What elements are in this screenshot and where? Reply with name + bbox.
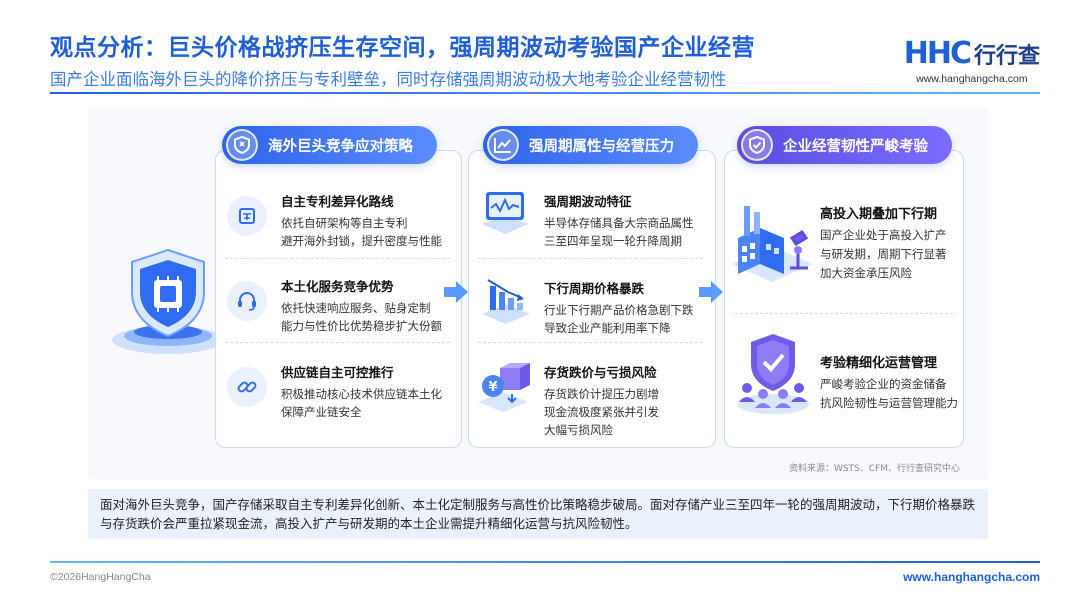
- logo-url: www.hanghangcha.com: [916, 73, 1028, 85]
- monitor-wave-icon: [482, 192, 528, 234]
- item-title: 存货跌价与亏损风险: [544, 365, 657, 380]
- item-line: 大幅亏损风险: [544, 423, 613, 437]
- item-line: 能力与性价比优势稳步扩大份额: [281, 319, 442, 333]
- divider: [478, 258, 703, 259]
- item-line: 避开海外封锁，提升密度与性能: [281, 234, 442, 248]
- item-line: 保障产业链安全: [281, 405, 362, 419]
- headset-icon: [227, 281, 267, 321]
- declining-bars-icon: [482, 279, 530, 324]
- divider: [735, 313, 953, 314]
- item-line: 半导体存储具备大宗商品属性: [544, 216, 694, 230]
- column-heading-label: 强周期属性与经营压力: [529, 138, 674, 155]
- item-line: 行业下行期产品价格急剧下跌: [544, 303, 694, 317]
- list-item: 高投入期叠加下行期 国产企业处于高投入扩产 与研发期，周期下行显著 加大资金承压…: [820, 203, 947, 283]
- item-line: 导致企业产能利用率下降: [544, 321, 671, 335]
- divider: [225, 342, 450, 343]
- item-line: 加大资金承压风险: [820, 266, 912, 280]
- item-title: 本土化服务竞争优势: [281, 279, 394, 294]
- column-heading-strategy: 海外巨头竞争应对策略: [222, 126, 437, 164]
- page-title: 观点分析：巨头价格战挤压生存空间，强周期波动考验国产企业经营: [50, 35, 755, 61]
- item-title: 强周期波动特征: [544, 194, 632, 209]
- item-line: 存货跌价计提压力剧增: [544, 387, 659, 401]
- chain-link-icon: [227, 367, 267, 407]
- logo-letters: HHC: [903, 36, 972, 71]
- item-line: 严峻考验企业的资金储备: [820, 377, 947, 391]
- list-item: 存货跌价与亏损风险 存货跌价计提压力剧增 现金流极度紧张并引发 大幅亏损风险: [544, 362, 659, 439]
- item-title: 高投入期叠加下行期: [820, 207, 938, 222]
- footer-divider: [50, 561, 1040, 563]
- summary-text: 面对海外巨头竞争，国产存储采取自主专利差异化创新、本土化定制服务与高性价比策略稳…: [88, 489, 988, 539]
- list-item: 强周期波动特征 半导体存储具备大宗商品属性 三至四年呈现一轮升降周期: [544, 191, 694, 250]
- column-heading-label: 海外巨头竞争应对策略: [268, 138, 413, 155]
- item-title: 供应链自主可控推行: [281, 365, 394, 380]
- list-item: 考验精细化运营管理 严峻考验企业的资金储备 抗风险韧性与运营管理能力: [820, 352, 958, 413]
- list-item: 供应链自主可控推行 积极推动核心技术供应链本土化 保障产业链安全: [281, 362, 442, 421]
- hero-shield-chip-icon: [112, 248, 224, 354]
- column-heading-cycle: 强周期属性与经营压力: [483, 126, 698, 164]
- patent-document-icon: [227, 196, 267, 236]
- trend-chart-icon: [487, 129, 519, 161]
- copyright: ©2026HangHangCha: [50, 571, 151, 583]
- brand-logo: HHC 行行查 www.hanghangcha.com: [904, 36, 1040, 85]
- list-item: 下行周期价格暴跌 行业下行期产品价格急剧下跌 导致企业产能利用率下降: [544, 278, 694, 337]
- item-line: 依托快速响应服务、贴身定制: [281, 301, 431, 315]
- item-line: 积极推动核心技术供应链本土化: [281, 387, 442, 401]
- page-subtitle: 国产企业面临海外巨头的降价挤压与专利壁垒，同时存储强周期波动极大地考验企业经营韧…: [50, 70, 727, 89]
- list-item: 自主专利差异化路线 依托自研架构等自主专利 避开海外封锁，提升密度与性能: [281, 191, 442, 250]
- item-title: 考验精细化运营管理: [820, 356, 938, 371]
- check-shield-icon: [741, 129, 773, 161]
- source-note: 资料来源：WSTS、CFM、行行查研究中心: [788, 464, 960, 474]
- inventory-yen-icon: ¥: [478, 363, 530, 412]
- item-line: 与研发期，周期下行显著: [820, 247, 947, 261]
- item-line: 抗风险韧性与运营管理能力: [820, 396, 958, 410]
- logo-name: 行行查: [973, 43, 1040, 69]
- item-title: 自主专利差异化路线: [281, 194, 394, 209]
- item-line: 依托自研架构等自主专利: [281, 216, 408, 230]
- header-divider: [50, 92, 1040, 94]
- item-line: 三至四年呈现一轮升降周期: [544, 234, 682, 248]
- shield-icon: [226, 129, 258, 161]
- footer-link[interactable]: www.hanghangcha.com: [903, 570, 1040, 584]
- team-shield-icon: [737, 334, 809, 414]
- item-line: 现金流极度紧张并引发: [544, 405, 659, 419]
- column-heading-label: 企业经营韧性严峻考验: [783, 138, 928, 155]
- factory-microscope-icon: [732, 206, 812, 282]
- item-line: 国产企业处于高投入扩产: [820, 228, 947, 242]
- item-title: 下行周期价格暴跌: [544, 281, 645, 296]
- flow-arrow-icon: [444, 281, 468, 303]
- divider: [225, 258, 450, 259]
- flow-arrow-icon: [699, 281, 723, 303]
- list-item: 本土化服务竞争优势 依托快速响应服务、贴身定制 能力与性价比优势稳步扩大份额: [281, 276, 442, 335]
- svg-text:¥: ¥: [488, 380, 497, 395]
- divider: [478, 342, 703, 343]
- column-heading-resilience: 企业经营韧性严峻考验: [737, 126, 952, 164]
